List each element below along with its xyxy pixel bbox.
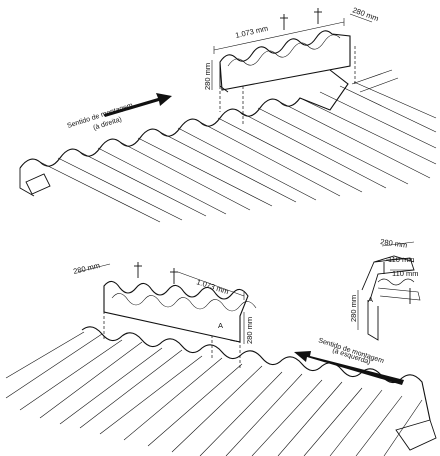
top-roof-fascia	[19, 168, 35, 197]
bottom-ridge-cap: A	[103, 262, 257, 343]
bottom-roof	[5, 286, 437, 456]
bottom-direction-arrow	[294, 351, 404, 385]
bottom-dim-width: 280 mm	[72, 261, 100, 276]
bottom-roof-ridge-edge	[81, 326, 431, 421]
top-purlin	[25, 173, 51, 195]
top-roof-eave	[19, 69, 349, 169]
detail-dim-height: 280 mm	[349, 295, 358, 322]
detail-marker: A	[368, 295, 373, 304]
top-dim-height: 280 mm	[203, 63, 212, 90]
top-roof-corrugations	[39, 81, 437, 223]
top-ridge-cap	[219, 8, 351, 93]
bottom-marker: A	[218, 321, 223, 330]
top-roof	[19, 46, 437, 223]
top-dim-width: 280 mm	[351, 5, 380, 23]
bottom-dim-height: 280 mm	[245, 317, 254, 344]
top-direction-arrow	[104, 93, 172, 117]
detail-view: 280 mm 110 mm 110 mm 280 mm A	[349, 237, 421, 341]
detail-dim-side: 110 mm	[392, 269, 419, 278]
detail-dim-total: 280 mm	[380, 237, 408, 250]
detail-dim-inner: 110 mm	[388, 255, 415, 264]
bottom-roof-corrugations	[5, 331, 423, 456]
top-dim-length: 1.073 mm	[234, 24, 269, 40]
